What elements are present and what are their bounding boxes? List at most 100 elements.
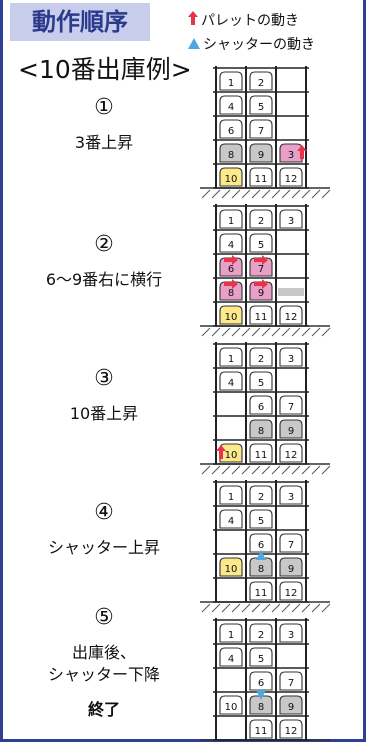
car-cell: 12 xyxy=(279,305,303,325)
car-number-label: 10 xyxy=(225,312,238,323)
car-cell: 5 xyxy=(249,647,273,667)
blue-triangle-icon xyxy=(188,37,200,53)
car-number-label: 3 xyxy=(288,150,294,161)
step-number: ③ xyxy=(94,366,114,391)
car-number-label: 3 xyxy=(288,630,294,641)
car-cell: 9 xyxy=(279,419,303,439)
ground xyxy=(200,325,331,337)
car-cell: 7 xyxy=(279,671,303,691)
car-number-label: 6 xyxy=(228,126,234,137)
car-number-label: 2 xyxy=(258,630,264,641)
car-number-label: 11 xyxy=(255,174,268,185)
car-cell: 11 xyxy=(249,443,273,463)
car-number-label: 10 xyxy=(225,564,238,575)
car-cell: 8 xyxy=(249,557,273,577)
car-cell: 11 xyxy=(249,305,273,325)
car-cell: 3 xyxy=(279,485,303,505)
car-number-label: 8 xyxy=(228,150,234,161)
car-number-label: 7 xyxy=(288,540,294,551)
car-cell: 3 xyxy=(279,623,303,643)
step-number: ④ xyxy=(94,500,114,525)
car-number-label: 2 xyxy=(258,492,264,503)
car-number-label: 8 xyxy=(258,426,264,437)
car-number-label: 9 xyxy=(288,564,294,575)
car-number-label: 11 xyxy=(255,450,268,461)
car-cell: 2 xyxy=(249,485,273,505)
pallet-move-arrow-icon xyxy=(254,255,268,265)
car-number-label: 12 xyxy=(285,726,298,737)
car-number-label: 4 xyxy=(228,102,234,113)
car-cell: 6 xyxy=(249,395,273,415)
rack-frame xyxy=(213,204,309,327)
car-number-label: 3 xyxy=(288,492,294,503)
rack-frame xyxy=(213,618,309,741)
car-cell: 3 xyxy=(279,347,303,367)
car-number-label: 4 xyxy=(228,378,234,389)
step-2: ② 6～9番右に横行 xyxy=(10,232,198,291)
car-number-label: 5 xyxy=(258,516,264,527)
car-number-label: 4 xyxy=(228,654,234,665)
car-cell: 2 xyxy=(249,209,273,229)
car-cell: 10 xyxy=(219,167,243,187)
pallet-move-arrow-icon xyxy=(224,279,238,289)
subtitle: <10番出庫例> xyxy=(18,55,192,84)
shutter-move-arrow-icon xyxy=(256,690,266,700)
car-number-label: 5 xyxy=(258,240,264,251)
ground xyxy=(200,187,331,199)
car-number-label: 7 xyxy=(258,126,264,137)
car-cell: 9 xyxy=(279,695,303,715)
car-cell: 9 xyxy=(249,281,273,301)
step-4: ④ シャッター上昇 xyxy=(10,500,198,559)
step-number: ② xyxy=(94,232,114,257)
car-cell: 1 xyxy=(219,209,243,229)
car-number-label: 5 xyxy=(258,654,264,665)
car-cell: 12 xyxy=(279,719,303,739)
car-number-label: 11 xyxy=(255,312,268,323)
page-title: 動作順序 xyxy=(10,3,150,41)
car-number-label: 12 xyxy=(285,174,298,185)
step-caption: シャッター上昇 xyxy=(47,538,160,557)
car-number-label: 7 xyxy=(288,678,294,689)
car-number-label: 6 xyxy=(258,678,264,689)
car-cell: 9 xyxy=(279,557,303,577)
legend-shutter: シャッターの動き xyxy=(188,34,315,54)
car-number-label: 6 xyxy=(228,264,234,275)
pallet-move-arrow-icon xyxy=(224,255,238,265)
car-number-label: 9 xyxy=(288,702,294,713)
ground xyxy=(200,463,331,475)
car-number-label: 12 xyxy=(285,450,298,461)
step-1: ① 3番上昇 xyxy=(10,95,198,154)
car-number-label: 8 xyxy=(228,288,234,299)
car-number-label: 7 xyxy=(288,402,294,413)
car-cell: 10 xyxy=(219,557,243,577)
car-number-label: 10 xyxy=(225,702,238,713)
car-number-label: 2 xyxy=(258,354,264,365)
car-cell: 12 xyxy=(279,443,303,463)
car-cell: 7 xyxy=(249,257,273,277)
car-number-label: 2 xyxy=(258,78,264,89)
car-cell: 4 xyxy=(219,371,243,391)
car-number-label: 9 xyxy=(258,150,264,161)
car-cell: 8 xyxy=(219,143,243,163)
car-number-label: 7 xyxy=(258,264,264,275)
car-number-label: 9 xyxy=(258,288,264,299)
step-caption: 10番上昇 xyxy=(69,404,139,423)
car-cell: 6 xyxy=(219,257,243,277)
car-number-label: 8 xyxy=(258,702,264,713)
car-cell: 9 xyxy=(249,143,273,163)
car-cell: 1 xyxy=(219,623,243,643)
car-cell: 4 xyxy=(219,95,243,115)
car-cell: 3 xyxy=(279,209,303,229)
car-cell: 11 xyxy=(249,167,273,187)
car-cell: 1 xyxy=(219,71,243,91)
car-number-label: 1 xyxy=(228,78,234,89)
rack-frame xyxy=(213,342,309,465)
car-cell: 4 xyxy=(219,647,243,667)
car-number-label: 10 xyxy=(225,174,238,185)
